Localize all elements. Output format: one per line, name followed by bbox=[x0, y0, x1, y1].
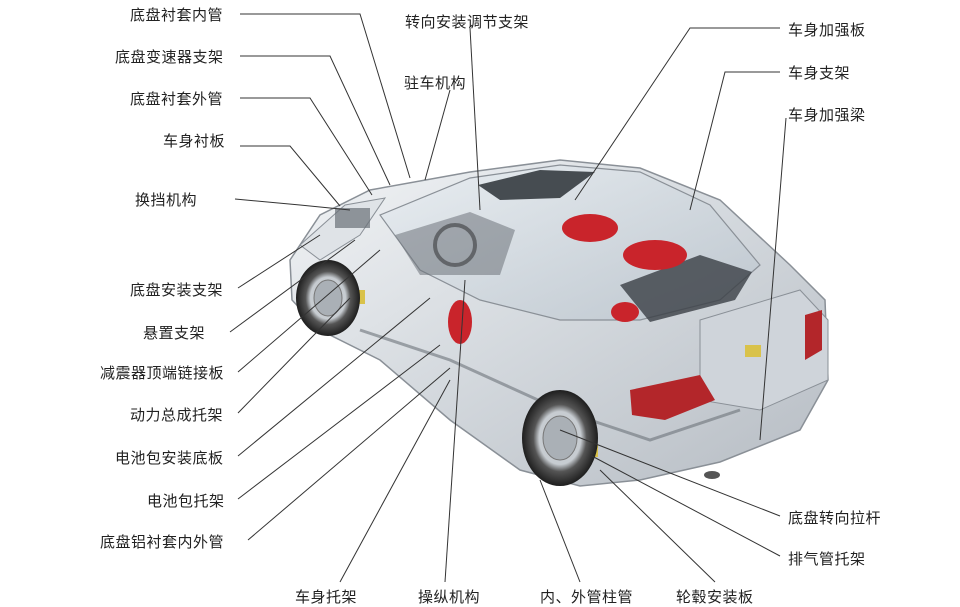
label-body-bracket: 车身支架 bbox=[788, 64, 851, 82]
label-exhaust-pipe-bracket: 排气管托架 bbox=[788, 550, 866, 568]
rear-wheel bbox=[522, 390, 598, 486]
label-chassis-aluminum-bushing: 底盘铝衬套内外管 bbox=[100, 533, 225, 551]
leader-lines bbox=[229, 13, 787, 583]
label-chassis-steering-tie-rod: 底盘转向拉杆 bbox=[788, 509, 882, 527]
label-parking-mechanism: 驻车机构 bbox=[404, 74, 467, 92]
label-shift-mechanism: 换挡机构 bbox=[135, 191, 198, 209]
label-chassis-mounting-bracket: 底盘安装支架 bbox=[130, 281, 224, 299]
label-shock-absorber-top-plate: 减震器顶端链接板 bbox=[100, 364, 225, 382]
label-wheel-hub-mount-plate: 轮毂安装板 bbox=[676, 588, 754, 606]
label-suspension-bracket: 悬置支架 bbox=[143, 324, 206, 342]
label-body-liner: 车身衬板 bbox=[163, 132, 226, 150]
label-chassis-transmission-bracket: 底盘变速器支架 bbox=[115, 48, 224, 66]
label-body-reinforcement-plate: 车身加强板 bbox=[788, 21, 866, 39]
label-chassis-bushing-outer-tube: 底盘衬套外管 bbox=[130, 90, 224, 108]
label-control-mechanism: 操纵机构 bbox=[418, 588, 481, 606]
label-body-reinforcement-beam: 车身加强梁 bbox=[788, 106, 866, 124]
label-body-carrier: 车身托架 bbox=[295, 588, 358, 606]
label-steering-adjust-bracket: 转向安装调节支架 bbox=[405, 13, 530, 31]
label-battery-pack-bracket: 电池包托架 bbox=[147, 492, 225, 510]
front-wheel bbox=[296, 260, 360, 336]
label-powertrain-bracket: 动力总成托架 bbox=[130, 406, 224, 424]
label-battery-pack-base-plate: 电池包安装底板 bbox=[115, 449, 224, 467]
label-inner-outer-pipe-column: 内、外管柱管 bbox=[540, 588, 634, 606]
label-chassis-bushing-inner-tube: 底盘衬套内管 bbox=[130, 6, 224, 24]
car-body bbox=[289, 159, 829, 487]
